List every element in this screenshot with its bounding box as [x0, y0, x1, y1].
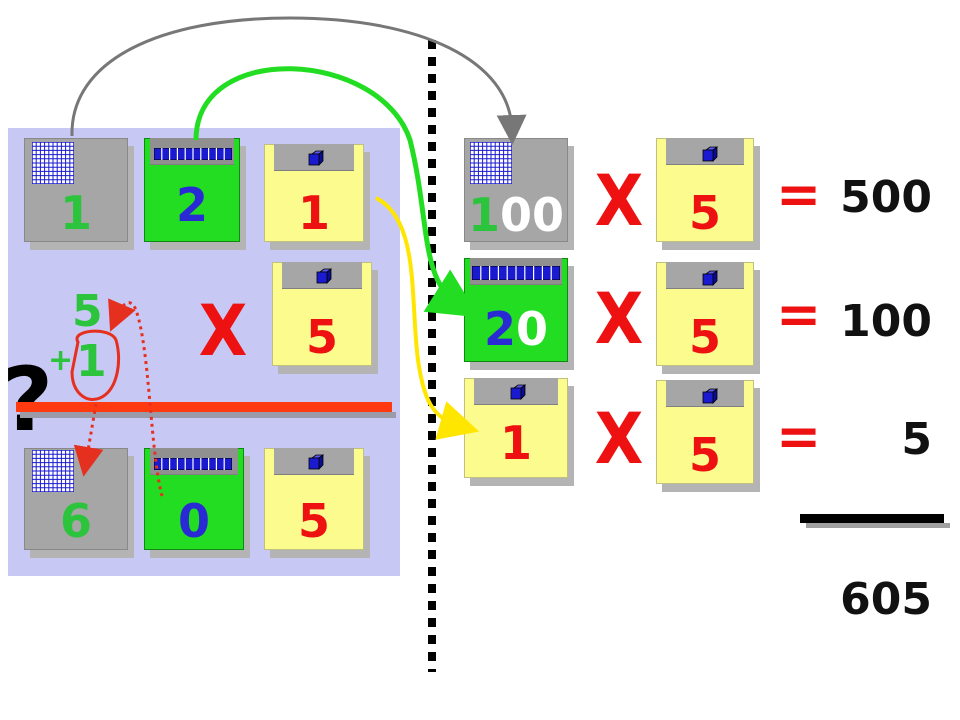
ten-rod-icon: [154, 458, 232, 470]
carry-circle: [70, 329, 121, 401]
arrow-zero-to-carry: [108, 298, 164, 497]
unit-cube-icon: [510, 384, 526, 400]
result-row3: 5: [901, 414, 932, 465]
multiply-sign-row1: X: [594, 160, 644, 242]
value-1: 1: [499, 416, 532, 470]
card-tens-top: 2: [144, 138, 246, 250]
equals-row2: =: [776, 283, 822, 346]
carry-plus: +: [48, 343, 74, 378]
card-value-1: 1: [464, 378, 574, 486]
card-tens-bottom: 0: [144, 448, 250, 558]
arrow-hundreds: [70, 16, 527, 145]
factor-row1: 5: [688, 186, 721, 240]
card-value-20: 20: [464, 258, 574, 370]
value-100-first-digit: 1: [467, 188, 500, 242]
digit-multiplier: 5: [305, 310, 338, 364]
card-multiplier: 5: [272, 262, 378, 374]
total-result: 605: [840, 574, 932, 625]
sum-line-shadow: [20, 412, 396, 418]
arrow-tens: [193, 66, 480, 318]
unit-cube-icon: [316, 268, 332, 284]
multiply-sign-row3: X: [594, 398, 644, 480]
equals-row1: =: [776, 163, 822, 226]
factor-row3: 5: [688, 428, 721, 482]
arrow-units: [375, 196, 480, 440]
total-line-shadow: [806, 523, 950, 528]
carry-one: 1: [76, 336, 107, 387]
arrow-carry-to-six: [73, 403, 104, 477]
ten-rod-icon: [472, 266, 560, 280]
equals-row3: =: [776, 405, 822, 468]
ten-rod-icon: [154, 148, 232, 160]
multiply-sign-row2: X: [594, 278, 644, 360]
multiply-sign-left: X: [198, 290, 248, 372]
digit-hundreds-bottom: 6: [59, 494, 92, 548]
unit-cube-icon: [308, 150, 324, 166]
carry-five: 5: [72, 286, 103, 337]
value-100-rest: 00: [500, 188, 565, 242]
divider-dotted-line: [428, 40, 436, 672]
hundred-square-icon: [32, 142, 74, 184]
result-row1: 500: [840, 172, 932, 223]
value-20-first-digit: 2: [483, 302, 516, 356]
card-units-top: 1: [264, 144, 370, 250]
card-hundreds-top: 1: [24, 138, 134, 250]
value-20-rest: 0: [516, 302, 549, 356]
unit-cube-icon: [308, 454, 324, 470]
total-line: [800, 514, 944, 523]
unit-cube-icon: [702, 388, 718, 404]
hundred-square-icon: [32, 450, 74, 492]
card-value-100: 100: [464, 138, 574, 250]
digit-units-top: 1: [297, 186, 330, 240]
card-factor-row2: 5: [656, 262, 760, 374]
unit-cube-icon: [702, 270, 718, 286]
unit-cube-icon: [702, 146, 718, 162]
digit-tens-bottom: 0: [177, 494, 210, 548]
factor-row2: 5: [688, 310, 721, 364]
result-row2: 100: [840, 296, 932, 347]
digit-units-bottom: 5: [297, 494, 330, 548]
digit-tens-top: 2: [175, 178, 208, 232]
card-factor-row3: 5: [656, 380, 760, 492]
sum-line: [16, 402, 392, 412]
card-factor-row1: 5: [656, 138, 760, 250]
card-units-bottom: 5: [264, 448, 370, 558]
question-mark: ?: [2, 348, 54, 451]
digit-hundreds-top: 1: [59, 186, 92, 240]
hundred-square-icon: [470, 142, 512, 184]
